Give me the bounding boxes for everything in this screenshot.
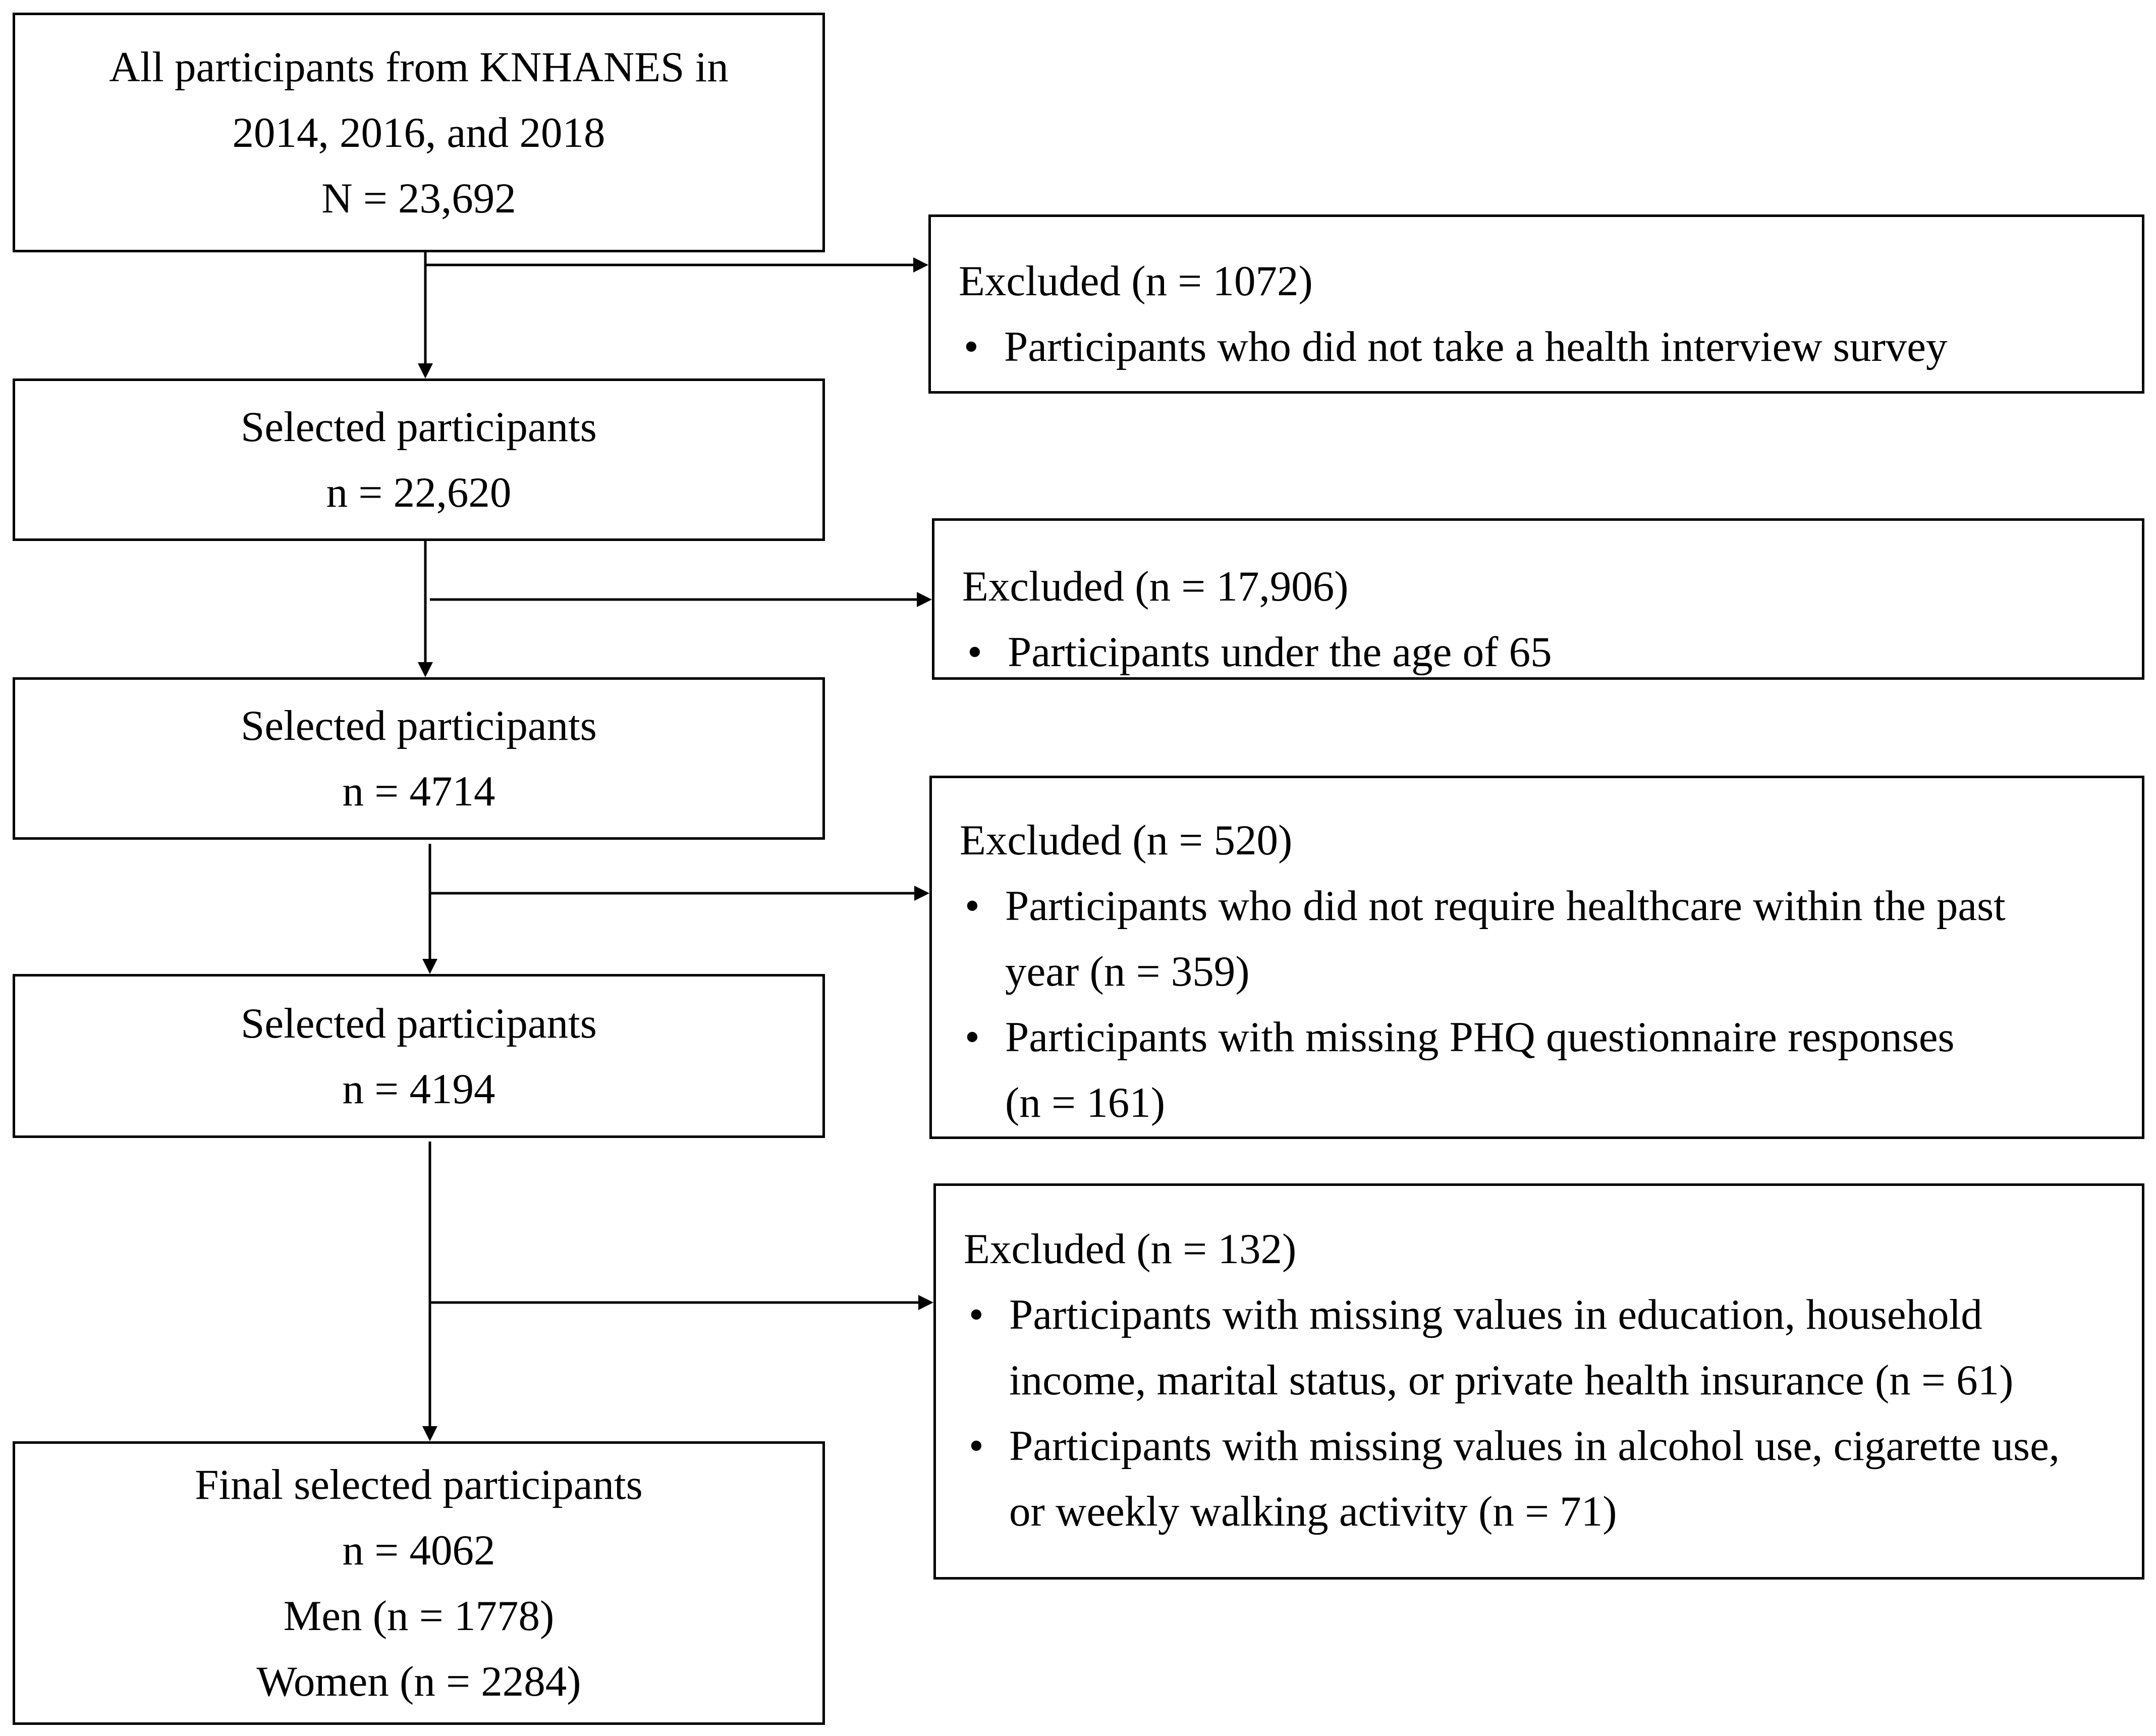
box-line: 2014, 2016, and 2018	[232, 108, 605, 156]
selected-participants-box-1: Selected participants n = 22,620	[13, 378, 825, 541]
exclusion-title: Excluded (n = 17,906)	[962, 563, 1349, 610]
exclusion-bullet: • Participants with missing values in ed…	[964, 1282, 2142, 1413]
box-line: n = 22,620	[326, 469, 512, 516]
all-participants-box: All participants from KNHANES in 2014, 2…	[13, 13, 825, 252]
box-line: Women (n = 2284)	[256, 1658, 581, 1705]
bullet-icon: •	[967, 628, 982, 676]
box-line: Selected participants	[241, 702, 597, 749]
down-arrowhead-2	[418, 662, 433, 677]
exclusion-title: Excluded (n = 1072)	[959, 257, 1313, 305]
bullet-line: Participants who did not take a health i…	[1004, 323, 1948, 370]
exclusion-bullet: • Participants who did not take a health…	[959, 314, 2142, 379]
bullet-line: (n = 161)	[1005, 1079, 1166, 1126]
side-arrowhead-4	[918, 1295, 933, 1310]
exclusion-bullet: • Participants under the age of 65	[962, 619, 2142, 685]
box-line: Final selected participants	[195, 1461, 643, 1508]
bullet-icon: •	[965, 882, 980, 930]
bullet-line: Participants with missing values in educ…	[1009, 1291, 1982, 1338]
exclusion-box-3: Excluded (n = 520) • Participants who di…	[929, 776, 2144, 1139]
side-arrowhead-2	[917, 592, 932, 607]
exclusion-bullet: • Participants with missing PHQ question…	[960, 1004, 2142, 1135]
box-line: n = 4062	[342, 1527, 495, 1574]
exclusion-bullet: • Participants with missing values in al…	[964, 1413, 2142, 1544]
bullet-icon: •	[965, 1013, 980, 1061]
box-line: n = 4194	[342, 1065, 495, 1113]
down-arrowhead-1	[418, 363, 433, 378]
side-arrowhead-1	[913, 257, 928, 273]
box-line: N = 23,692	[321, 174, 516, 222]
bullet-line: year (n = 359)	[1005, 948, 1250, 995]
exclusion-box-2: Excluded (n = 17,906) • Participants und…	[932, 518, 2144, 680]
down-arrowhead-3	[422, 959, 437, 974]
box-line: Selected participants	[241, 403, 597, 451]
bullet-icon: •	[964, 323, 979, 370]
exclusion-box-4: Excluded (n = 132) • Participants with m…	[933, 1183, 2144, 1580]
exclusion-bullet: • Participants who did not require healt…	[960, 873, 2142, 1004]
bullet-line: Participants with missing values in alco…	[1009, 1422, 2060, 1470]
bullet-line: Participants who did not require healthc…	[1005, 882, 2006, 930]
down-arrowhead-4	[422, 1426, 437, 1441]
exclusion-box-1: Excluded (n = 1072) • Participants who d…	[928, 214, 2144, 394]
box-line: Selected participants	[241, 999, 597, 1047]
box-line: n = 4714	[342, 768, 495, 815]
bullet-line: Participants with missing PHQ questionna…	[1005, 1013, 1955, 1061]
bullet-line: or weekly walking activity (n = 71)	[1009, 1488, 1617, 1535]
bullet-icon: •	[969, 1291, 984, 1338]
selected-participants-box-2: Selected participants n = 4714	[13, 677, 825, 840]
side-arrowhead-3	[914, 886, 929, 901]
exclusion-title: Excluded (n = 132)	[964, 1225, 1297, 1273]
bullet-line: Participants under the age of 65	[1008, 628, 1552, 676]
exclusion-title: Excluded (n = 520)	[960, 817, 1293, 864]
bullet-icon: •	[969, 1422, 984, 1470]
selected-participants-box-3: Selected participants n = 4194	[13, 974, 825, 1138]
box-line: Men (n = 1778)	[283, 1592, 555, 1640]
box-line: All participants from KNHANES in	[109, 43, 729, 91]
bullet-line: income, marital status, or private healt…	[1009, 1357, 2014, 1404]
final-participants-box: Final selected participants n = 4062 Men…	[13, 1441, 825, 1725]
